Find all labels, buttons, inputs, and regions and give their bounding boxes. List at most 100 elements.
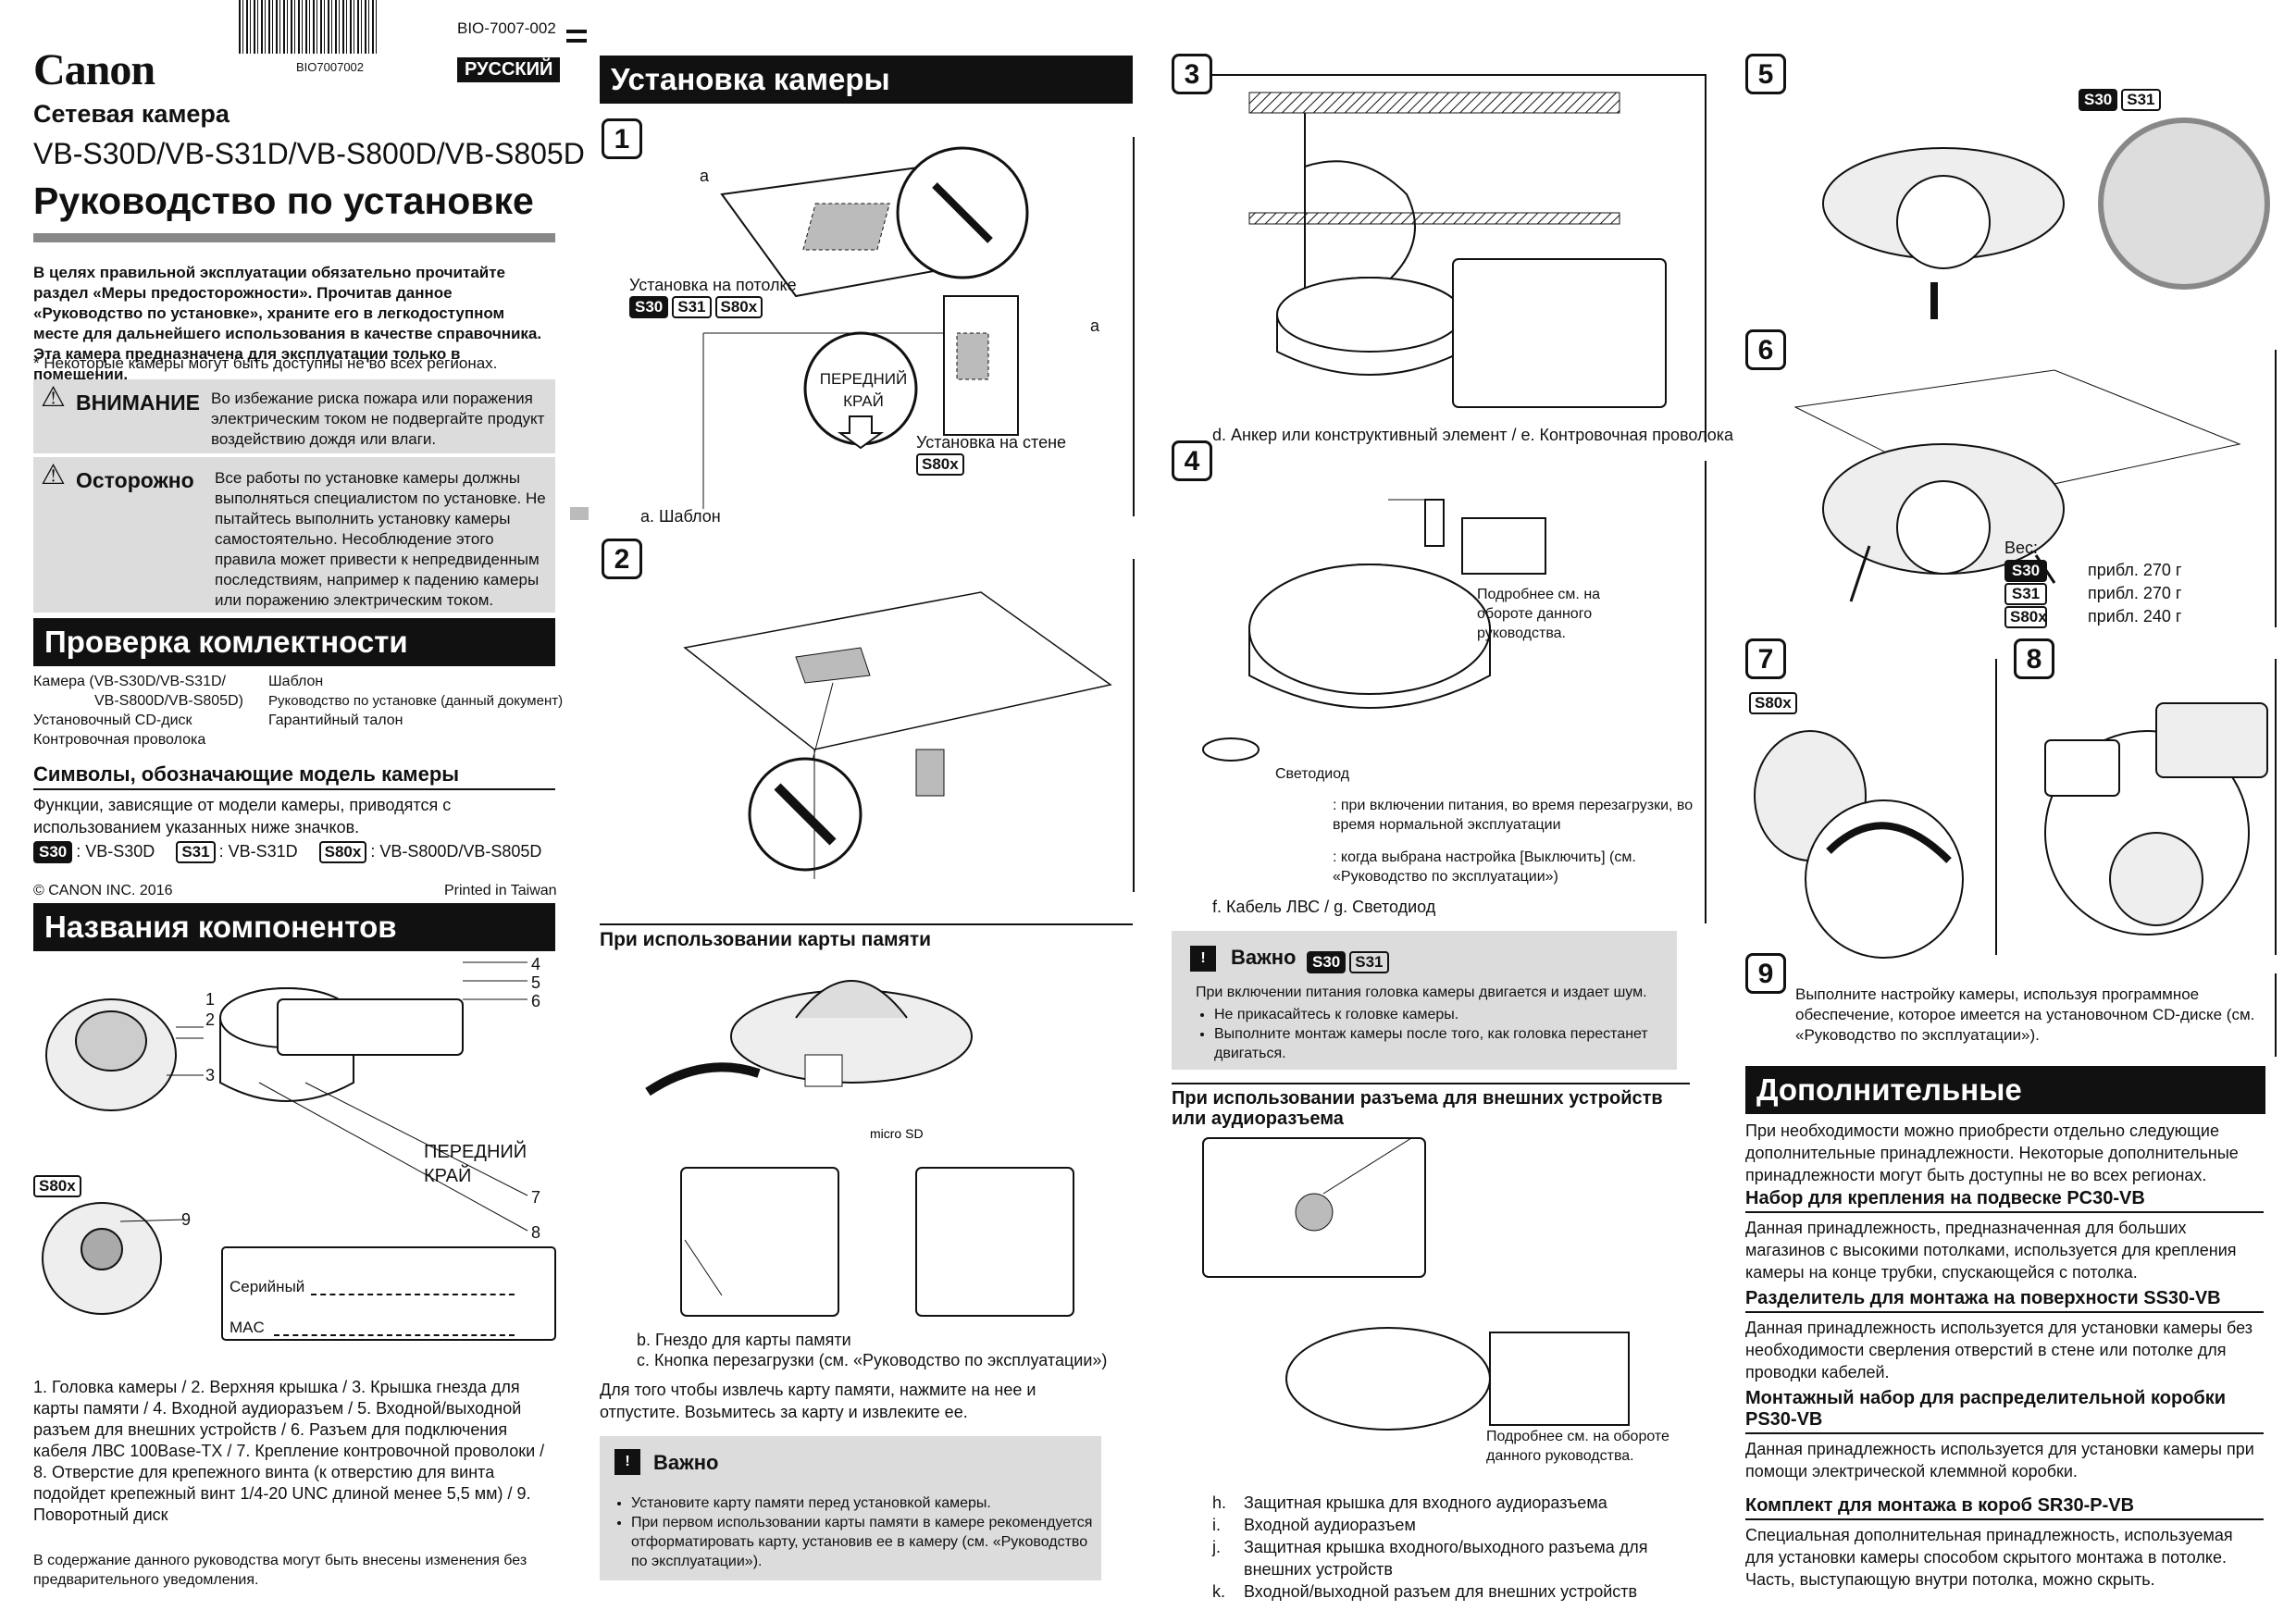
- component-num-8: 8: [531, 1223, 541, 1242]
- step-4-illustration: [1202, 499, 1546, 762]
- serial-label: Серийный: [230, 1278, 305, 1295]
- step-2: 2: [602, 539, 642, 579]
- important-text-2: При включении питания головка камеры дви…: [1196, 985, 1647, 1000]
- document-number: BIO-7007-002: [457, 19, 556, 37]
- tag-s80-wall: S80x: [916, 453, 964, 476]
- canon-logo: Canon: [33, 45, 155, 94]
- step-1-label-a-top: a: [700, 167, 710, 185]
- tag-s30: S30: [2079, 89, 2118, 111]
- ceiling-label: Установка на потолке: [629, 276, 797, 294]
- components-illustration: [42, 961, 556, 1341]
- check-item: Руководство по установке (данный докумен…: [268, 693, 564, 709]
- check-item: Камера (VB-S30D/VB-S31D/: [33, 674, 226, 689]
- led-on-text: : при включении питания, во время переза…: [1333, 798, 1694, 833]
- accessories-heading: Дополнительные принадлежности: [1745, 1066, 2265, 1155]
- template-caption: a. Шаблон: [640, 507, 721, 526]
- accessory-title: Набор для крепления на подвеске PC30-VB: [1745, 1188, 2145, 1208]
- check-heading: Проверка комлектности: [33, 618, 555, 666]
- check-item: VB-S800D/VB-S805D): [94, 693, 243, 709]
- model-line: VB-S30D/VB-S31D/VB-S800D/VB-S805D: [33, 137, 585, 170]
- components-heading: Названия компонентов: [33, 903, 555, 951]
- install-heading: Установка камеры: [600, 56, 1133, 104]
- wall-label: Установка на стене: [916, 433, 1067, 452]
- accessory-title: Комплект для монтажа в короб SR30-P-VB: [1745, 1495, 2135, 1516]
- tag-s31: S31: [672, 296, 712, 318]
- tag-s30: S30: [33, 841, 73, 863]
- important-label-2: Важно: [1231, 946, 1297, 969]
- accessory-text: Данная принадлежность используется для у…: [1745, 1440, 2254, 1481]
- memory-important-box: ! Важно Установите карту памяти перед ус…: [600, 1436, 1101, 1580]
- step-8: 8: [2014, 638, 2054, 679]
- step-2-frame: [642, 559, 1135, 892]
- barcode-number: BIO7007002: [296, 60, 365, 74]
- mac-line: [274, 1334, 515, 1336]
- components-list: 1. Головка камеры / 2. Верхняя крышка / …: [33, 1378, 545, 1524]
- warning-label: ВНИМАНИЕ: [76, 390, 201, 415]
- component-num-9: 9: [181, 1210, 192, 1229]
- tag-s80: S80x: [318, 841, 367, 863]
- list-item: i.Входной аудиоразъем: [1212, 1516, 1416, 1534]
- accessory-rule: [1745, 1311, 2264, 1313]
- language-badge: РУССКИЙ: [457, 57, 561, 82]
- external-illustration: [1202, 1137, 1630, 1431]
- step-4-frame: [1212, 461, 1706, 923]
- step-3-frame: [1212, 74, 1706, 442]
- accessories-intro: При необходимости можно приобрести отдел…: [1745, 1121, 2239, 1184]
- step-1: 1: [602, 118, 642, 159]
- led-off-text: : когда выбрана настройка [Выключить] (с…: [1333, 849, 1636, 885]
- memory-heading: При использовании карты памяти: [600, 929, 932, 950]
- important-icon: !: [614, 1449, 640, 1475]
- step-9: 9: [1745, 953, 1786, 994]
- component-num-4: 4: [531, 955, 541, 973]
- check-item: Контровочная проволока: [33, 732, 206, 748]
- tag-s80-step7: S80x: [1749, 692, 1797, 714]
- list-item: Установите карту памяти перед установкой…: [631, 1493, 1094, 1513]
- copyright: © CANON INC. 2016: [33, 883, 173, 898]
- check-item: Гарантийный талон: [268, 712, 403, 728]
- list-item: k.Входной/выходной разъем для внешних ус…: [1212, 1582, 1638, 1601]
- step-8-illustration: [2044, 702, 2268, 935]
- external-see: Подробнее см. на обороте данного руковод…: [1486, 1429, 1669, 1464]
- list-item: h.Защитная крышка для входного аудиоразъ…: [1212, 1493, 1607, 1512]
- check-item: Шаблон: [268, 674, 324, 689]
- list-item: Выполните монтаж камеры после того, как …: [1214, 1024, 1686, 1063]
- accessory-3: Монтажный набор для распределительной ко…: [1745, 1388, 2264, 1482]
- memory-label-c: c. Кнопка перезагрузки (см. «Руководство…: [637, 1351, 1108, 1369]
- component-num-6: 6: [531, 992, 541, 1010]
- title-rule: [33, 233, 555, 242]
- component-num-3: 3: [205, 1066, 216, 1084]
- memory-label-b: b. Гнездо для карты памяти: [637, 1331, 851, 1349]
- symbols-text: Функции, зависящие от модели камеры, при…: [33, 796, 452, 836]
- model-s80: : VB-S800D/VB-S805D: [370, 842, 542, 861]
- side-tab: [570, 507, 589, 520]
- step-1-frame: [642, 137, 1135, 516]
- caution-icon: ⚠: [41, 460, 66, 490]
- step-4-caption: f. Кабель ЛВС / g. Светодиод: [1212, 898, 1436, 916]
- accessory-title: Разделитель для монтажа на поверхности S…: [1745, 1288, 2221, 1308]
- step-4: 4: [1172, 440, 1212, 481]
- step-1-illustration: [702, 146, 1029, 509]
- step-9-frame: [1786, 973, 2277, 1057]
- warning-box: ⚠ ВНИМАНИЕ Во избежание риска пожара или…: [33, 379, 555, 453]
- memory-frame: [600, 923, 1133, 1406]
- symbols-rule: [33, 788, 555, 790]
- step-7-frame: [1786, 659, 1997, 955]
- step-6-illustration: [1793, 369, 2241, 602]
- tag-s80-components: S80x: [33, 1175, 81, 1197]
- accessory-1: Набор для крепления на подвеске PC30-VB …: [1745, 1188, 2264, 1283]
- accessory-2: Разделитель для монтажа на поверхности S…: [1745, 1288, 2264, 1383]
- step-9-text: Выполните настройку камеры, используя пр…: [1795, 985, 2255, 1044]
- intro-note: * Некоторые камеры могут быть доступны н…: [33, 354, 498, 372]
- product-type: Сетевая камера: [33, 100, 230, 128]
- component-num-7: 7: [531, 1188, 541, 1207]
- svg-text:micro SD: micro SD: [870, 1126, 924, 1141]
- mac-label: MAC: [230, 1319, 265, 1336]
- printed-in: Printed in Taiwan: [444, 883, 557, 898]
- memory-illustration: micro SD: [645, 980, 1074, 1317]
- step-5: 5: [1745, 54, 1786, 94]
- symbols-list: S30: VB-S30D S31: VB-S31D S80x: VB-S800D…: [33, 840, 541, 863]
